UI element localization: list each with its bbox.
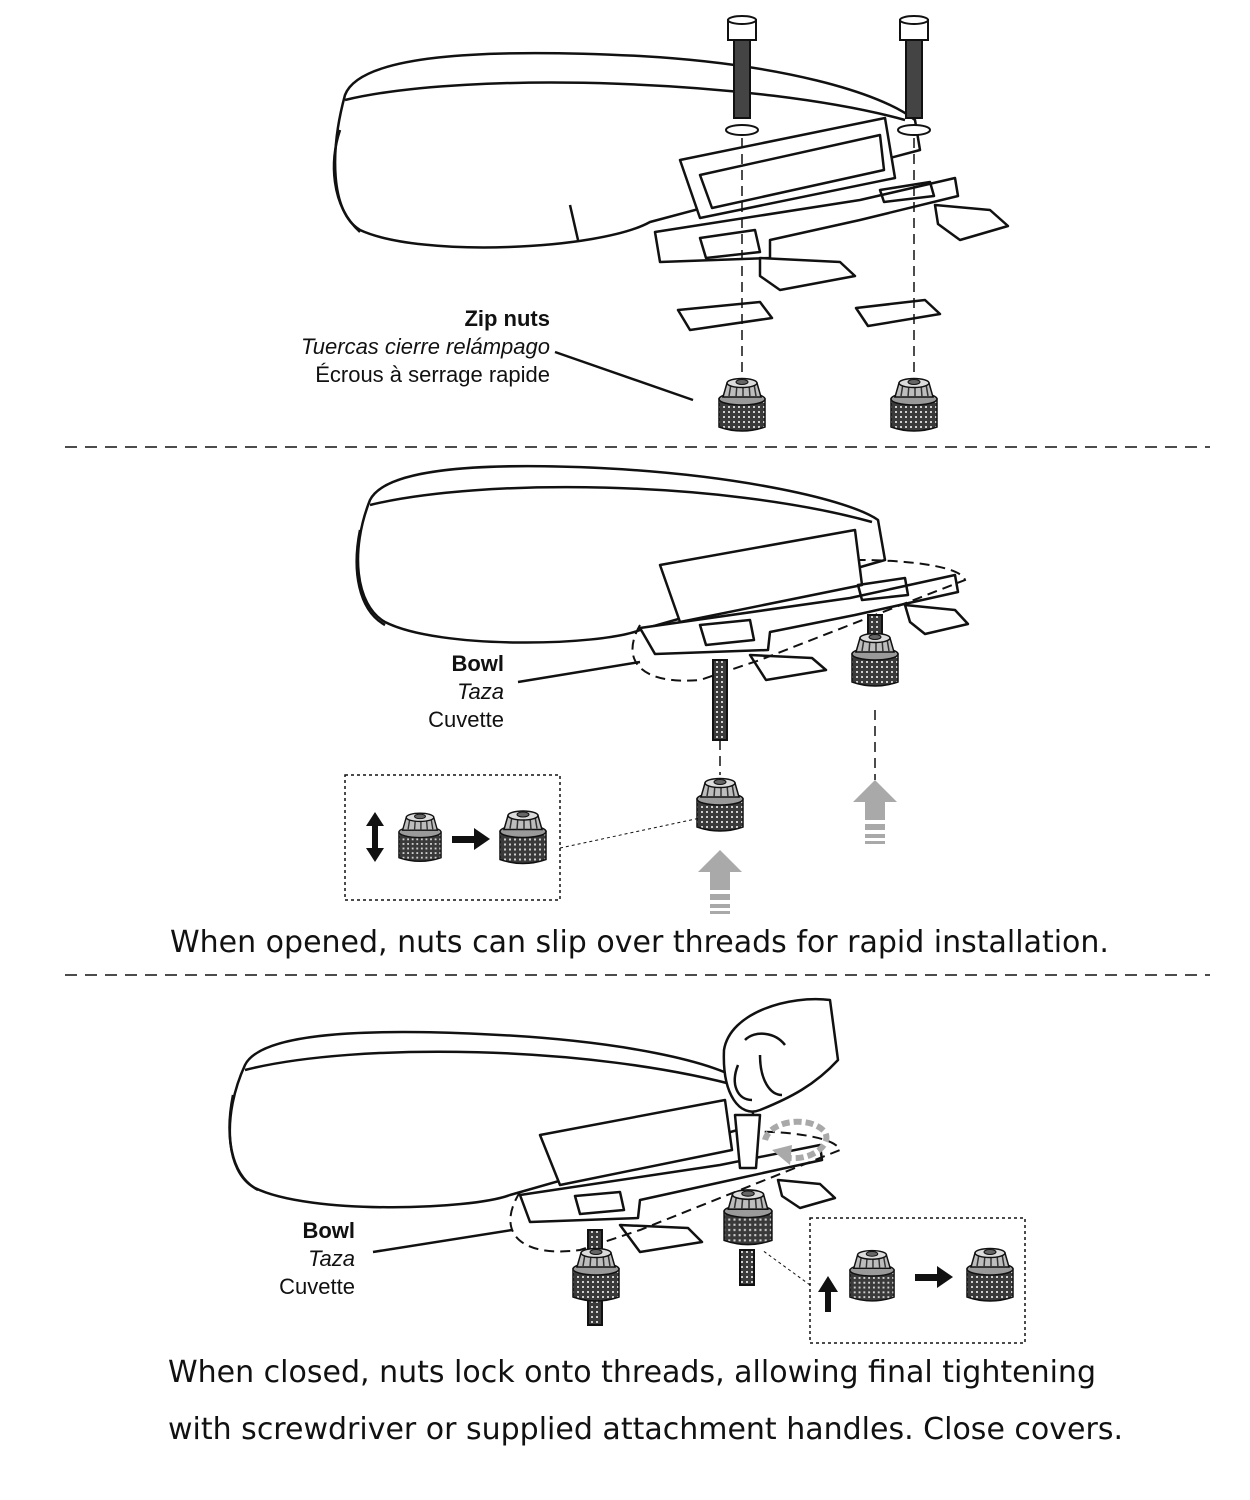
hand-with-screwdriver <box>722 997 840 1170</box>
caption-closed-line-2: with screwdriver or supplied attachment … <box>168 1412 1123 1447</box>
bowl-leader-line-2 <box>517 660 641 684</box>
zip-nut-tightening-3 <box>723 1189 773 1246</box>
bowl-leader-line-3 <box>372 1228 513 1254</box>
rotate-arrow-icon <box>762 1118 830 1162</box>
zip-nuts-label-en: Zip nuts <box>464 306 550 331</box>
zip-nut-left <box>718 377 766 432</box>
zip-nuts-label: Zip nuts Tuercas cierre relámpago Écrous… <box>200 305 550 389</box>
rotate-arrow-head <box>772 1145 792 1165</box>
double-arrow-icon <box>366 812 384 862</box>
zip-nuts-label-fr: Écrous à serrage rapide <box>315 361 550 387</box>
up-arrow-icon <box>853 780 897 844</box>
inset-closed-nut <box>761 1217 1026 1344</box>
up-arrow-small-icon <box>818 1276 838 1312</box>
panel-3-nuts <box>587 1229 755 1326</box>
right-arrow-icon <box>452 828 490 850</box>
bowl-label-3-fr: Cuvette <box>279 1273 355 1299</box>
zip-nuts-leader-line <box>554 350 694 402</box>
inset-open-nut <box>344 774 701 901</box>
bowl-label-3-en: Bowl <box>302 1218 355 1243</box>
panel-1-guide-lines <box>741 138 915 375</box>
up-arrow-icon <box>698 850 742 914</box>
bowl-label-2-es: Taza <box>457 678 504 704</box>
panel-1-bolts <box>725 15 931 136</box>
panel-2-seat <box>355 464 970 682</box>
bowl-label-3-es: Taza <box>308 1245 355 1271</box>
zip-nut-right <box>890 377 938 432</box>
zip-nuts-label-es: Tuercas cierre relámpago <box>300 333 550 359</box>
right-arrow-icon <box>915 1266 953 1288</box>
bowl-label-3: Bowl Taza Cuvette <box>155 1217 355 1301</box>
bowl-label-2-en: Bowl <box>451 651 504 676</box>
zip-nut-approaching-2 <box>696 777 744 832</box>
bowl-outline-3 <box>509 1130 842 1253</box>
bowl-label-2-fr: Cuvette <box>428 706 504 732</box>
zip-nut-installed-2 <box>851 632 899 687</box>
bowl-label-2: Bowl Taza Cuvette <box>304 650 504 734</box>
caption-closed-line-1: When closed, nuts lock onto threads, all… <box>168 1355 1096 1390</box>
panel-1-exploded-seat <box>332 51 1010 332</box>
bowl-outline-2 <box>631 559 967 682</box>
zip-nut-locked-3 <box>572 1247 620 1302</box>
caption-opened: When opened, nuts can slip over threads … <box>170 925 1109 960</box>
